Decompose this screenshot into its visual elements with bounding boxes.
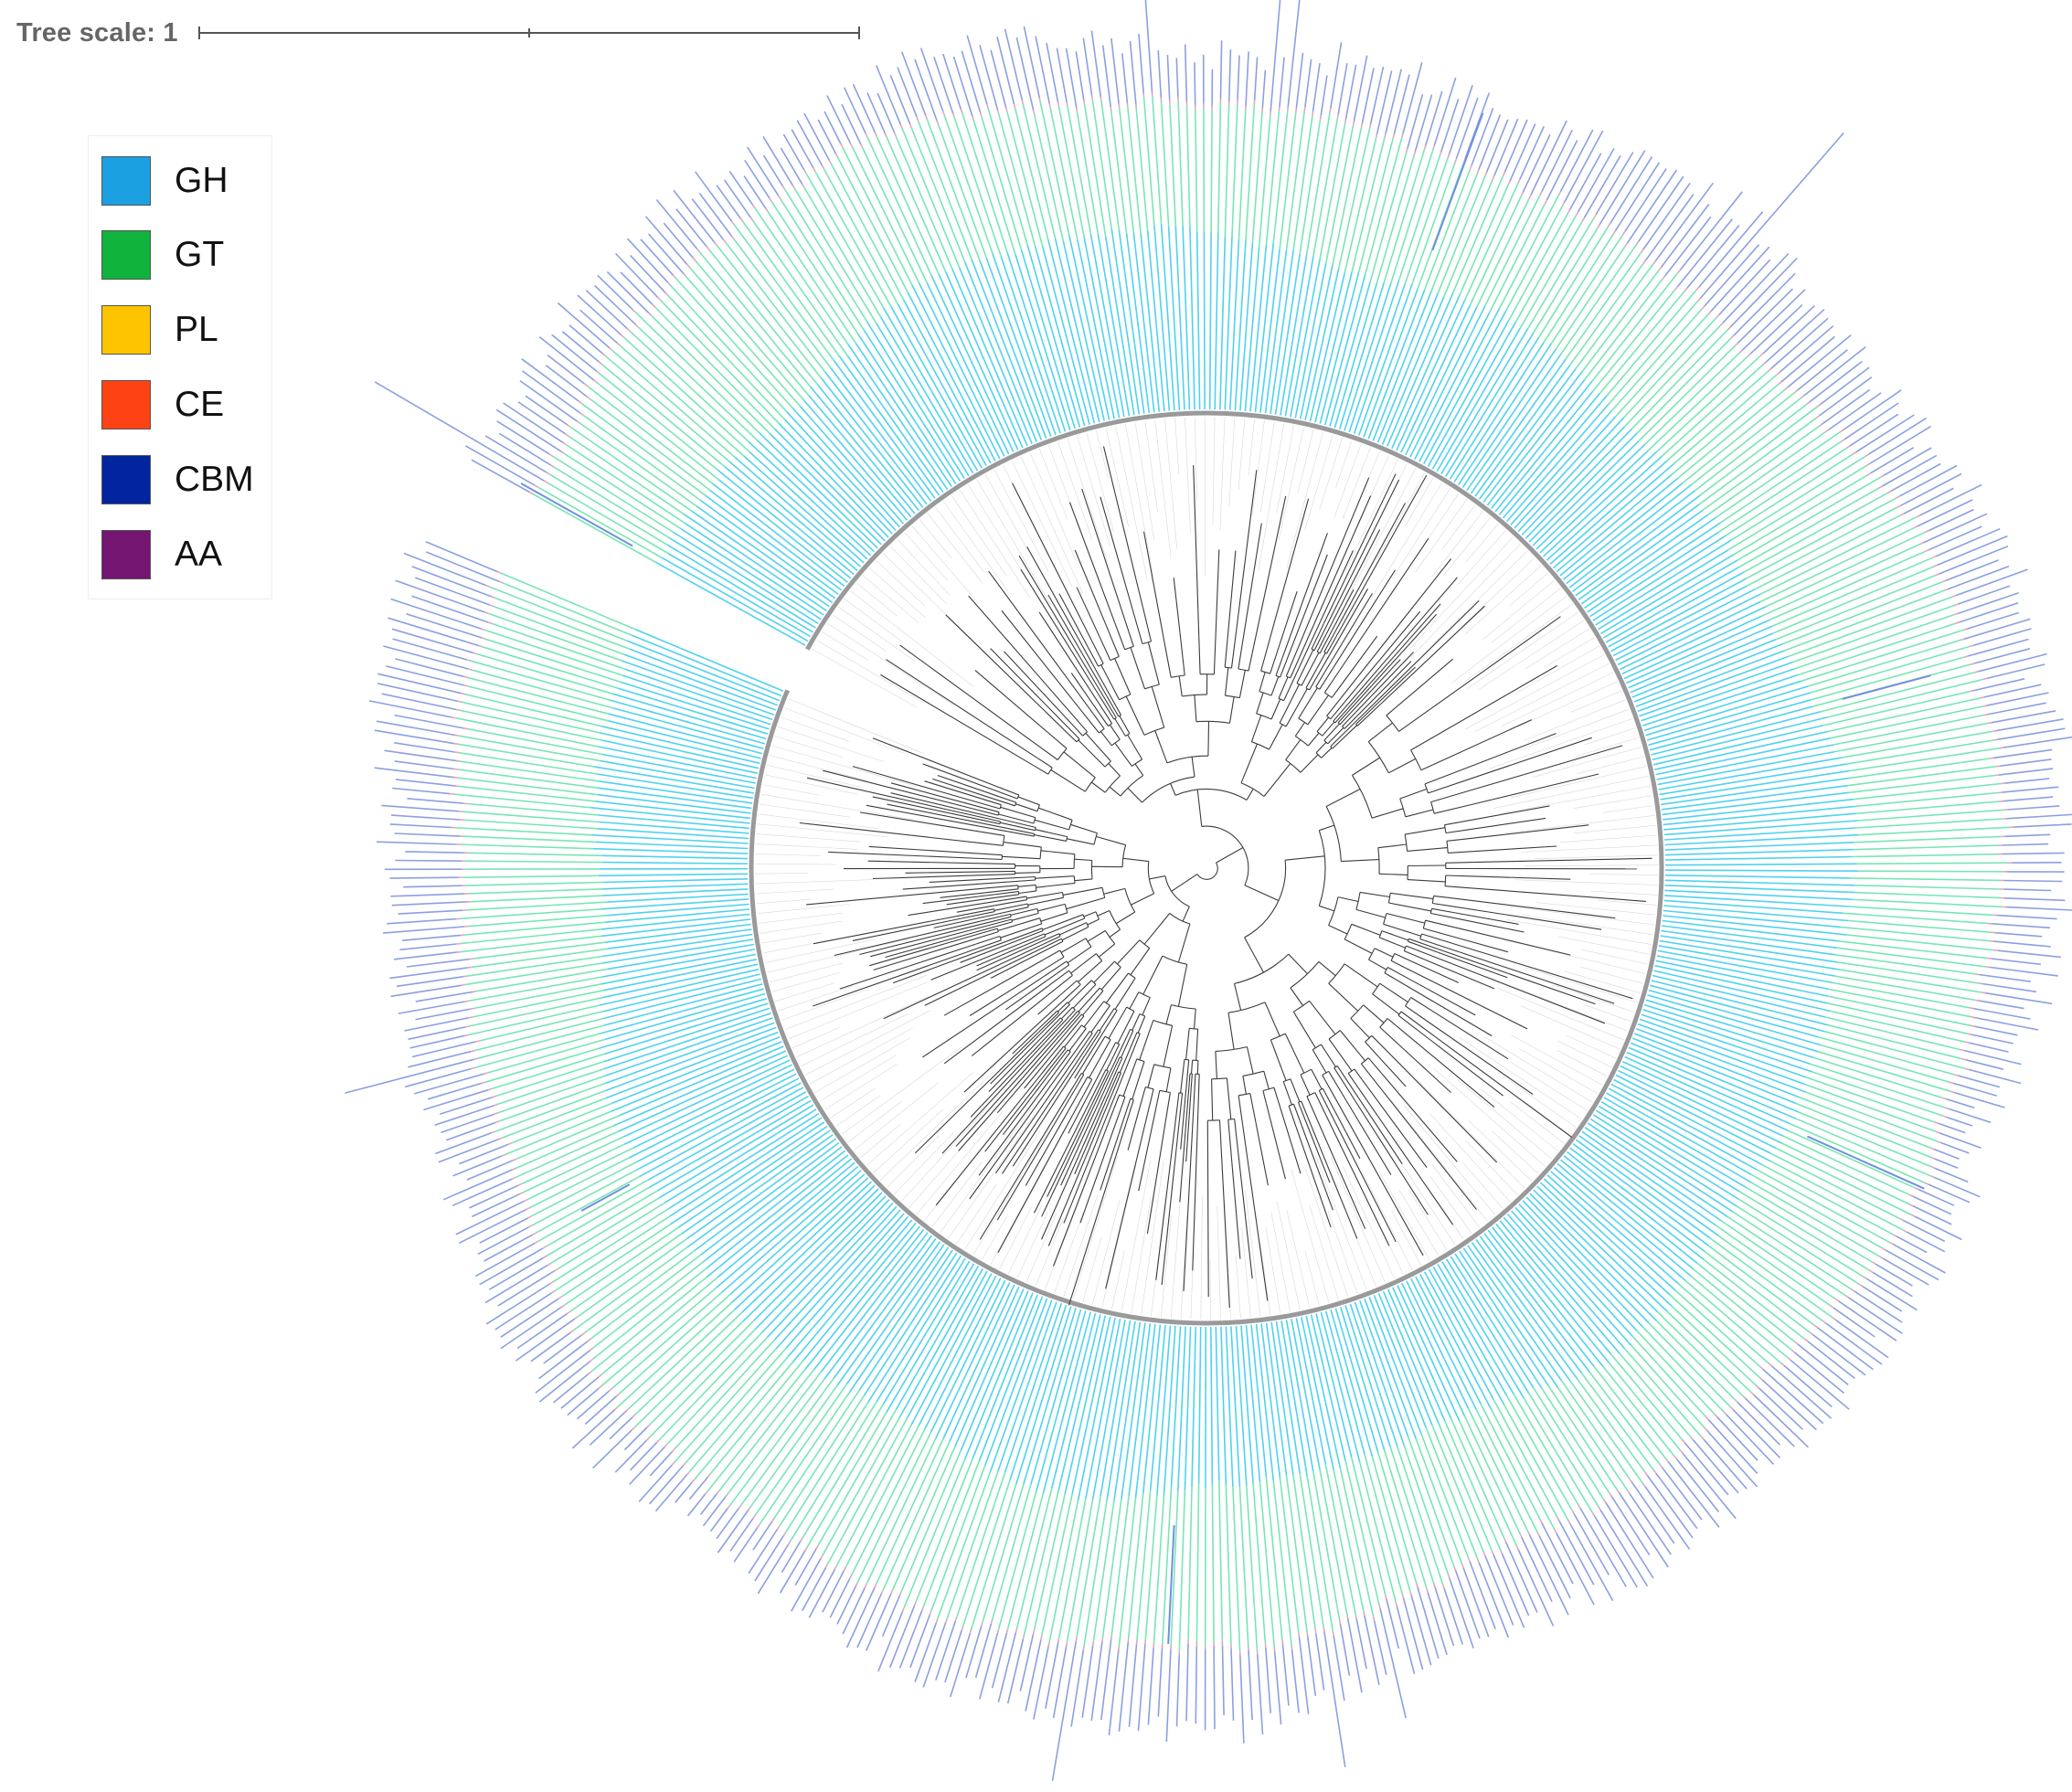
legend-swatch-cbm [101,455,151,504]
legend-item-aa: AA [101,529,222,580]
tree-scale-bar [197,27,860,39]
annotation-bar-ring [345,0,2072,1781]
legend-item-cbm: CBM [101,454,254,505]
tree-scale-label: Tree scale: 1 [16,17,178,48]
legend-item-ce: CE [101,379,224,430]
tip-leader-lines [754,416,1659,1320]
tree-scale: Tree scale: 1 [16,13,860,53]
legend-item-gt: GT [101,229,224,281]
legend-label-pl: PL [175,310,218,349]
legend-swatch-aa [101,530,151,579]
legend-swatch-gh [101,156,151,206]
legend: GH GT PL CE CBM AA [88,135,272,599]
legend-item-pl: PL [101,304,218,355]
legend-label-aa: AA [175,535,223,574]
tree-gap-wedge [550,525,1206,868]
legend-label-gh: GH [175,161,228,200]
tree-branches [799,446,1652,1309]
legend-swatch-gt [101,230,151,280]
legend-item-gh: GH [101,155,228,207]
legend-label-cbm: CBM [175,460,254,499]
outlier-spikes [520,112,1931,1645]
legend-swatch-pl [101,305,151,355]
legend-swatch-ce [101,380,151,429]
legend-label-gt: GT [175,235,225,274]
legend-label-ce: CE [175,385,225,424]
